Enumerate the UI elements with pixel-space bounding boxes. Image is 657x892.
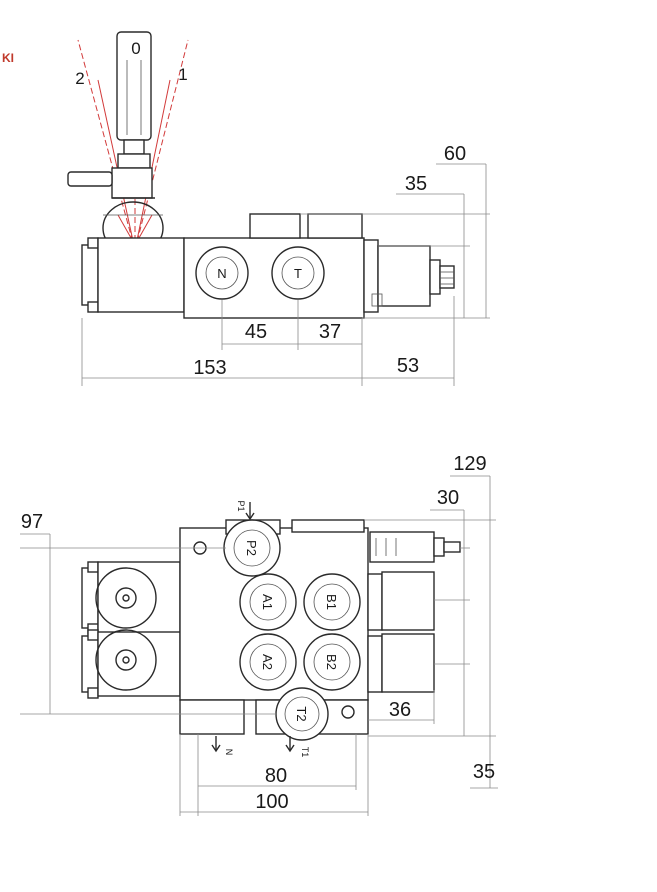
dim-35-side: 35 bbox=[405, 173, 427, 195]
dim-80: 80 bbox=[265, 765, 287, 787]
flow-label-t1: T1 bbox=[300, 747, 310, 758]
dim-129: 129 bbox=[453, 453, 486, 475]
corner-text: KI bbox=[2, 51, 14, 65]
dim-153: 153 bbox=[193, 357, 226, 379]
port-a2-label: A2 bbox=[260, 654, 275, 670]
dim-97: 97 bbox=[21, 511, 43, 533]
dim-35-top: 35 bbox=[473, 761, 495, 783]
lever-position-0: 0 bbox=[131, 39, 140, 58]
flow-label-p1: P1 bbox=[236, 500, 246, 511]
left-end-cap bbox=[81, 237, 185, 313]
side-dimension-lines bbox=[81, 163, 490, 386]
side-view: 0 2 1 N bbox=[67, 31, 490, 386]
lever-position-2: 2 bbox=[75, 69, 84, 88]
port-a1 bbox=[239, 573, 297, 631]
port-b1-label: B1 bbox=[324, 594, 339, 610]
spool-cap-lower bbox=[81, 629, 181, 699]
dim-37: 37 bbox=[319, 321, 341, 343]
lever-position-1: 1 bbox=[178, 65, 187, 84]
top-view: P2 A1 B1 A2 B2 T2 bbox=[20, 453, 498, 816]
valve-body-side bbox=[183, 213, 455, 319]
port-t-side bbox=[271, 246, 325, 300]
port-p2-label: P2 bbox=[244, 540, 259, 556]
dim-45: 45 bbox=[245, 321, 267, 343]
port-b2 bbox=[303, 633, 361, 691]
port-p2 bbox=[223, 519, 281, 577]
dim-36: 36 bbox=[389, 699, 411, 721]
port-n-side bbox=[195, 246, 249, 300]
port-t-label: T bbox=[294, 266, 302, 281]
dim-30: 30 bbox=[437, 487, 459, 509]
dim-53: 53 bbox=[397, 355, 419, 377]
port-b1 bbox=[303, 573, 361, 631]
flow-label-n: N bbox=[224, 749, 234, 756]
dim-100: 100 bbox=[255, 791, 288, 813]
top-dimension-lines bbox=[20, 475, 498, 816]
spool-cap-upper bbox=[81, 561, 181, 635]
port-b2-label: B2 bbox=[324, 654, 339, 670]
port-t2-label: T2 bbox=[294, 706, 309, 721]
dim-60: 60 bbox=[444, 143, 466, 165]
flow-arrows bbox=[211, 502, 295, 753]
port-n-label: N bbox=[217, 266, 226, 281]
lever-handle bbox=[67, 31, 164, 255]
port-a1-label: A1 bbox=[260, 594, 275, 610]
port-a2 bbox=[239, 633, 297, 691]
